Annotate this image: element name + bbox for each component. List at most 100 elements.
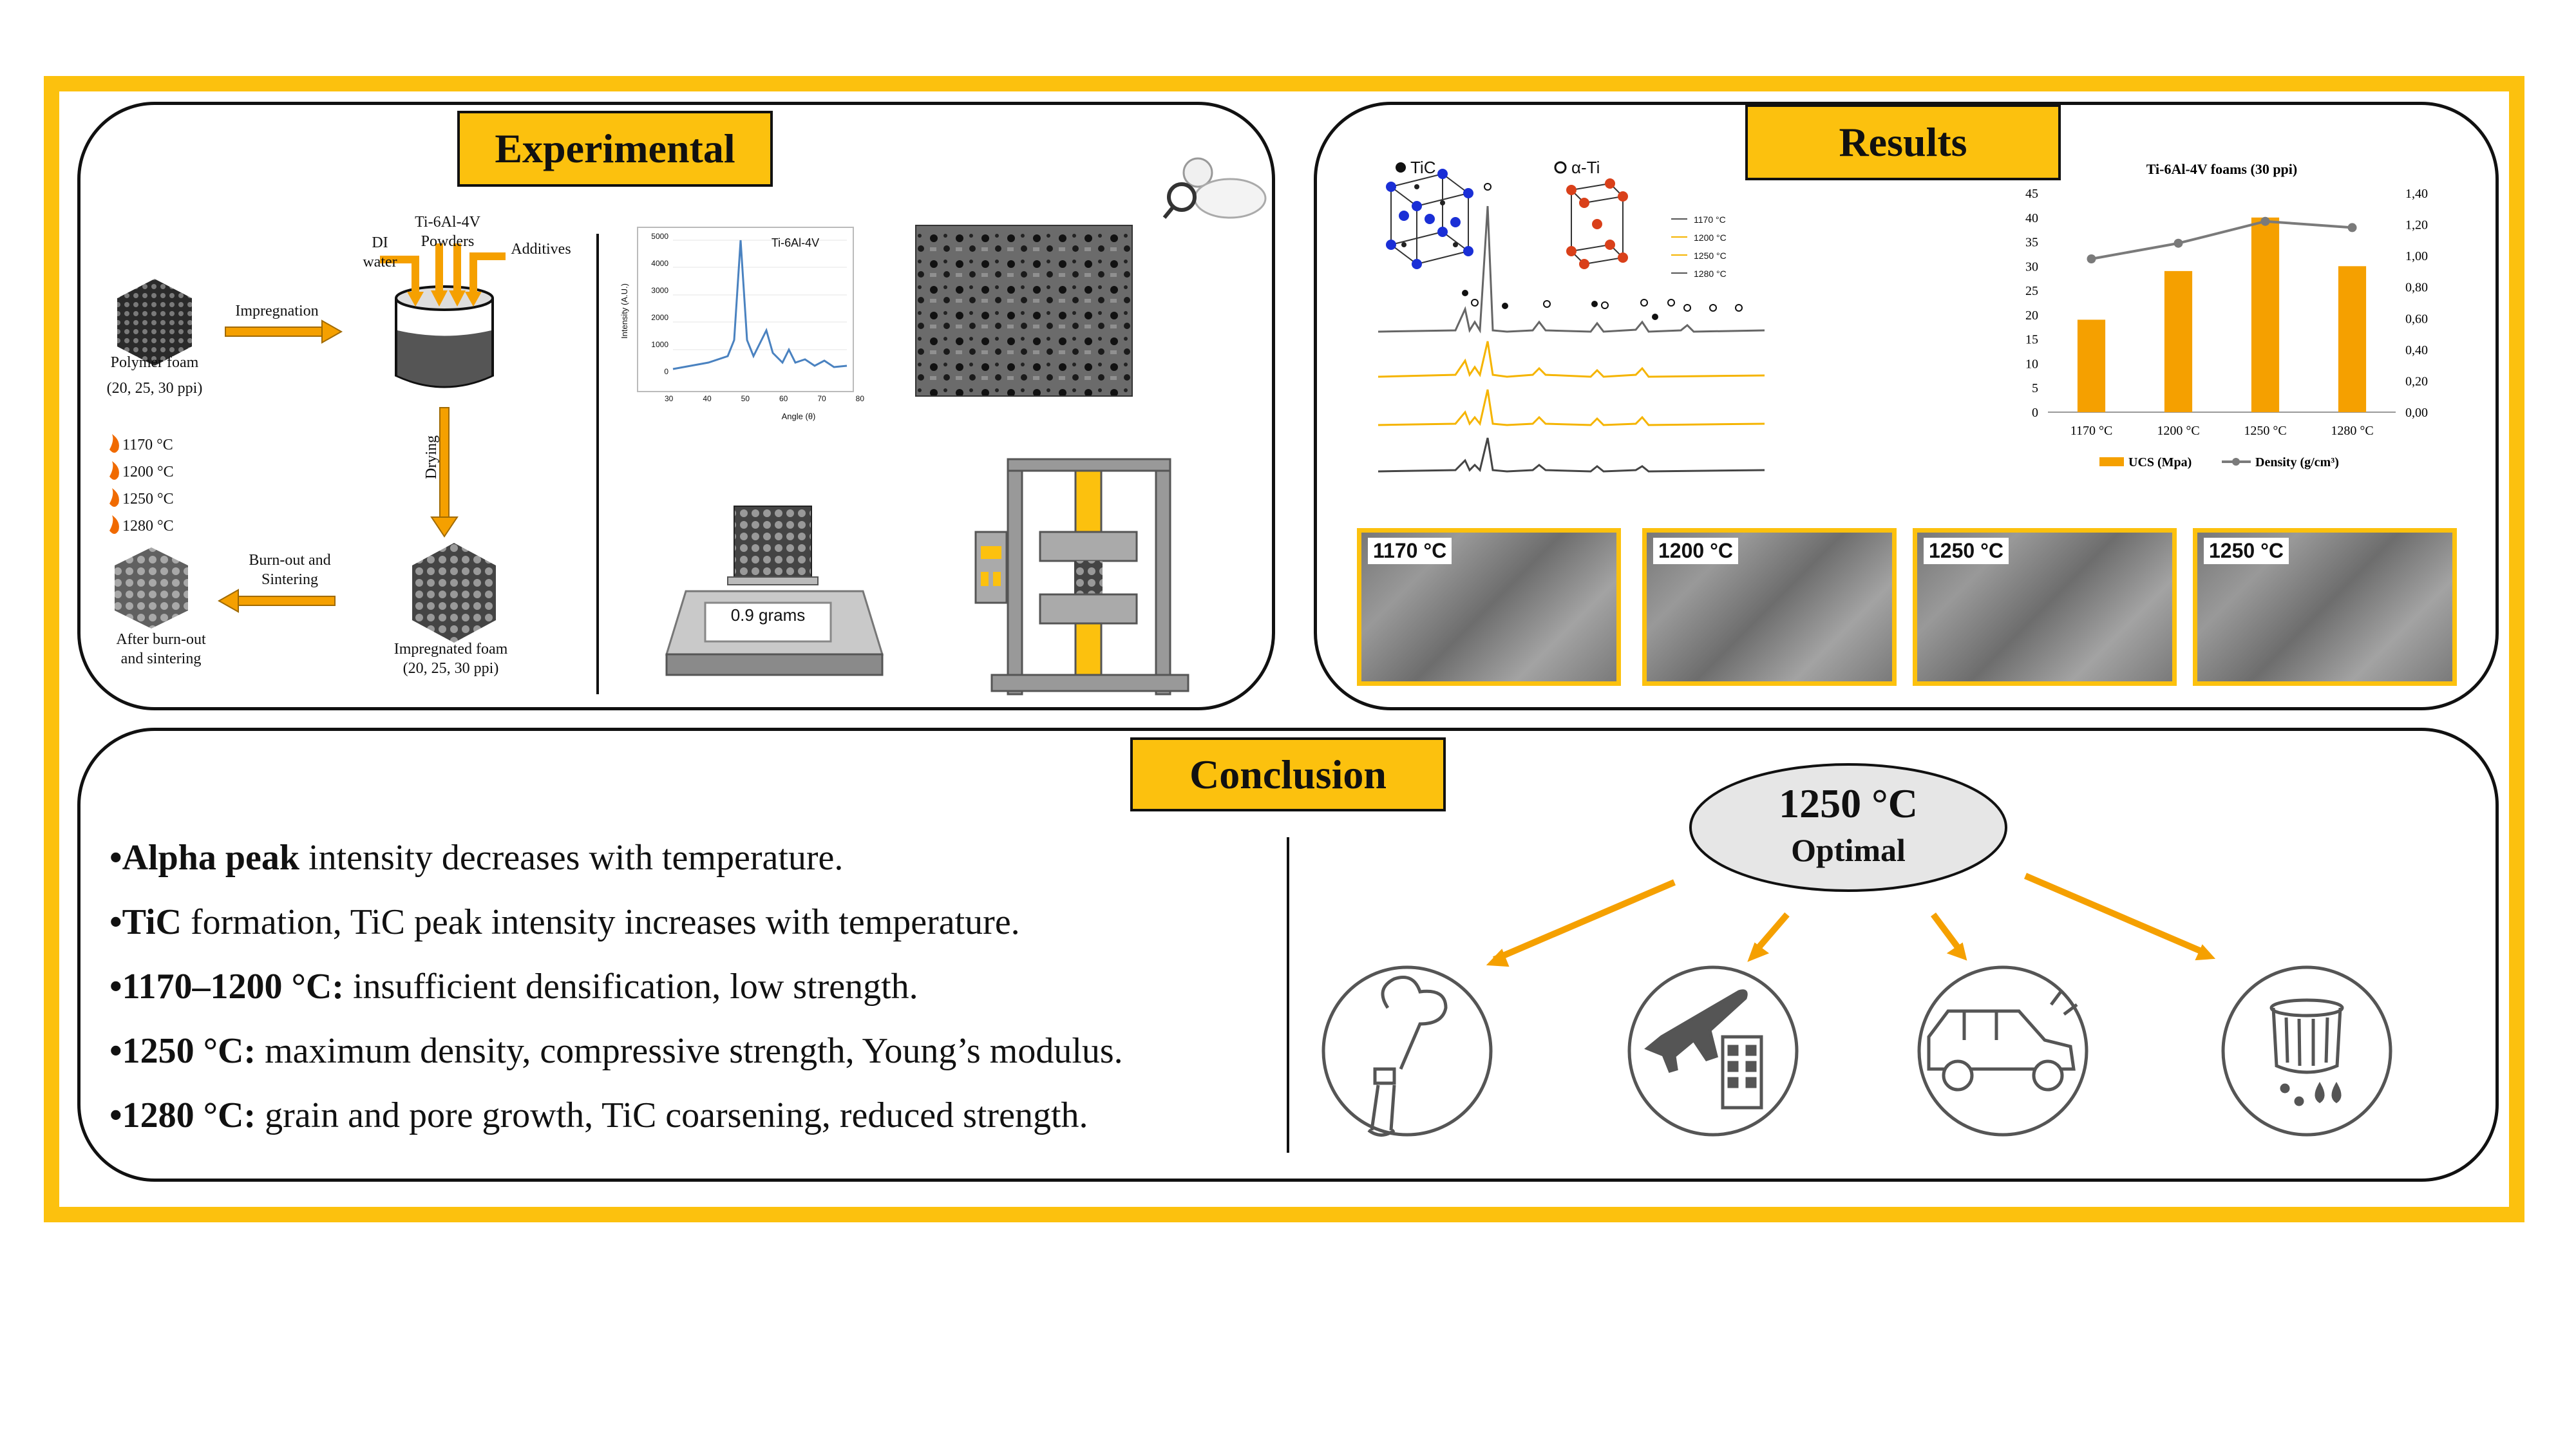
burnout-label: Burn-out and Sintering	[249, 552, 331, 588]
impregnation-label: Impregnation	[235, 303, 319, 319]
weighing-scale	[665, 506, 884, 676]
xrd-xtick: 60	[779, 394, 788, 403]
y-tick-label: 15	[2025, 333, 2038, 347]
polymer-foam-icon	[117, 279, 192, 366]
conclusion-bullet: •Alpha peak intensity decreases with tem…	[109, 838, 844, 878]
xrd-ylabel: Intensity (A.U.)	[620, 283, 629, 339]
xrd-ytick: 3000	[651, 286, 668, 295]
tic-label: TiC	[1410, 158, 1436, 177]
burnout-arrow	[217, 589, 336, 613]
y2-tick-label: 1,20	[2405, 218, 2428, 232]
xrd-ytick: 4000	[651, 259, 668, 268]
y2-tick-label: 1,40	[2405, 187, 2428, 201]
y2-tick-label: 0,60	[2405, 312, 2428, 326]
y-tick-label: 45	[2025, 187, 2038, 201]
powders-label: Ti-6Al-4V Powders	[415, 214, 480, 250]
xrd-ytick: 1000	[651, 340, 668, 349]
polymer-foam-ppi: (20, 25, 30 ppi)	[106, 380, 203, 397]
y-tick-label: 0	[2032, 406, 2038, 420]
y-tick-label: 25	[2025, 284, 2038, 298]
xrd-xtick: 30	[665, 394, 674, 403]
results-title: Results	[1745, 104, 2061, 180]
flame-icons	[109, 434, 119, 534]
conclusion-bullet: •1250 °C: maximum density, compressive s…	[109, 1031, 1123, 1071]
sem-label: 1250 °C	[1924, 538, 2009, 564]
temp-list-1250: 1250 °C	[122, 491, 174, 507]
temp-list-1280: 1280 °C	[122, 518, 174, 535]
x-tick-label: 1200 °C	[2157, 424, 2199, 438]
y2-tick-label: 1,00	[2405, 249, 2428, 263]
density-point	[2347, 223, 2357, 232]
optimal-temperature: 1250 °C	[1779, 781, 1918, 826]
impregnated-foam-icon	[412, 543, 496, 643]
results-xrd-diagram	[1378, 161, 1765, 473]
sem-image-1170: 1170 °C	[1357, 528, 1621, 686]
sintered-foam-sem	[915, 225, 1133, 397]
sem-label: 1250 °C	[2204, 538, 2289, 564]
after-sintering-label: After burn-out and sintering	[116, 631, 206, 667]
optimal-label: Optimal	[1791, 832, 1906, 868]
impregnation-arrow	[225, 319, 343, 344]
polymer-foam-label: Polymer foam	[110, 354, 199, 371]
y-tick-label: 10	[2025, 357, 2038, 371]
xrd-xtick: 80	[855, 394, 864, 403]
outer-frame	[44, 76, 2524, 1222]
applications-diagram	[1287, 763, 2392, 1153]
x-tick-label: 1250 °C	[2244, 424, 2286, 438]
airplane-building-icon	[1627, 965, 1799, 1137]
density-line	[2091, 220, 2353, 260]
density-point	[2087, 254, 2096, 263]
alpha-ti-crystal-icon	[1566, 178, 1628, 269]
legend-label-ucs: UCS (Mpa)	[2128, 455, 2192, 469]
optimal-ellipse	[1689, 763, 2007, 892]
x-tick-label: 1170 °C	[2070, 424, 2113, 438]
sem-label: 1170 °C	[1368, 538, 1452, 564]
density-point	[2174, 238, 2183, 248]
y-tick-label: 5	[2032, 381, 2038, 395]
compression-press	[974, 458, 1189, 696]
alpha-ti-marker	[1554, 161, 1567, 174]
conclusion-bullet: •1170–1200 °C: insufficient densificatio…	[109, 967, 918, 1007]
ucs-bar	[2164, 270, 2193, 412]
y-tick-label: 35	[2025, 236, 2038, 250]
xrd-yticks: 5000 4000 3000 2000 1000 0	[643, 232, 668, 380]
density-point	[2260, 216, 2270, 226]
ucs-density-chart: Ti-6Al-4V foams (30 ppi)4540353025201510…	[2025, 161, 2428, 469]
impregnated-label: Impregnated foam (20, 25, 30 ppi)	[393, 641, 508, 677]
y2-tick-label: 0,80	[2405, 281, 2428, 295]
legend-label-density: Density (g/cm³)	[2255, 455, 2339, 469]
experimental-title: Experimental	[457, 111, 773, 187]
y2-tick-label: 0,40	[2405, 343, 2428, 357]
y-tick-label: 30	[2025, 260, 2038, 274]
legend-marker-density	[2232, 458, 2240, 466]
x-tick-label: 1280 °C	[2331, 424, 2373, 438]
legend-swatch-ucs	[2099, 457, 2124, 466]
xrd-legend-1170: 1170 °C	[1694, 214, 1726, 225]
y2-tick-label: 0,20	[2405, 374, 2428, 388]
xrd-legend-1200: 1200 °C	[1694, 232, 1727, 243]
xrd-xticks: 30 40 50 60 70 80	[665, 394, 864, 403]
ucs-bar	[2338, 266, 2367, 412]
temp-list-1200: 1200 °C	[122, 464, 174, 480]
xrd-peak-markers	[1462, 183, 1743, 320]
beaker-icon	[395, 285, 494, 388]
xrd-xtick: 70	[817, 394, 826, 403]
ucs-bar	[2251, 217, 2280, 412]
y-tick-label: 40	[2025, 211, 2038, 225]
drying-label: Drying	[423, 435, 440, 479]
bone-icon	[1321, 965, 1493, 1137]
tic-marker	[1396, 162, 1406, 173]
di-water-label: DI water	[363, 234, 397, 270]
sintered-foam-icon	[115, 547, 188, 629]
experimental-process-diagram	[109, 157, 1267, 696]
y-tick-label: 20	[2025, 308, 2038, 323]
filter-icon	[2221, 965, 2392, 1137]
xrd-xlabel: Angle (θ)	[781, 412, 816, 421]
xrd-ytick: 2000	[651, 313, 668, 322]
scale-weight-label: 0.9 grams	[730, 605, 806, 625]
sem-image-1280: 1250 °C	[2193, 528, 2457, 686]
sem-label: 1200 °C	[1653, 538, 1738, 564]
sem-image-1200: 1200 °C	[1642, 528, 1897, 686]
xrd-ytick: 5000	[651, 232, 668, 241]
xrd-legend-lines	[1671, 218, 1687, 274]
